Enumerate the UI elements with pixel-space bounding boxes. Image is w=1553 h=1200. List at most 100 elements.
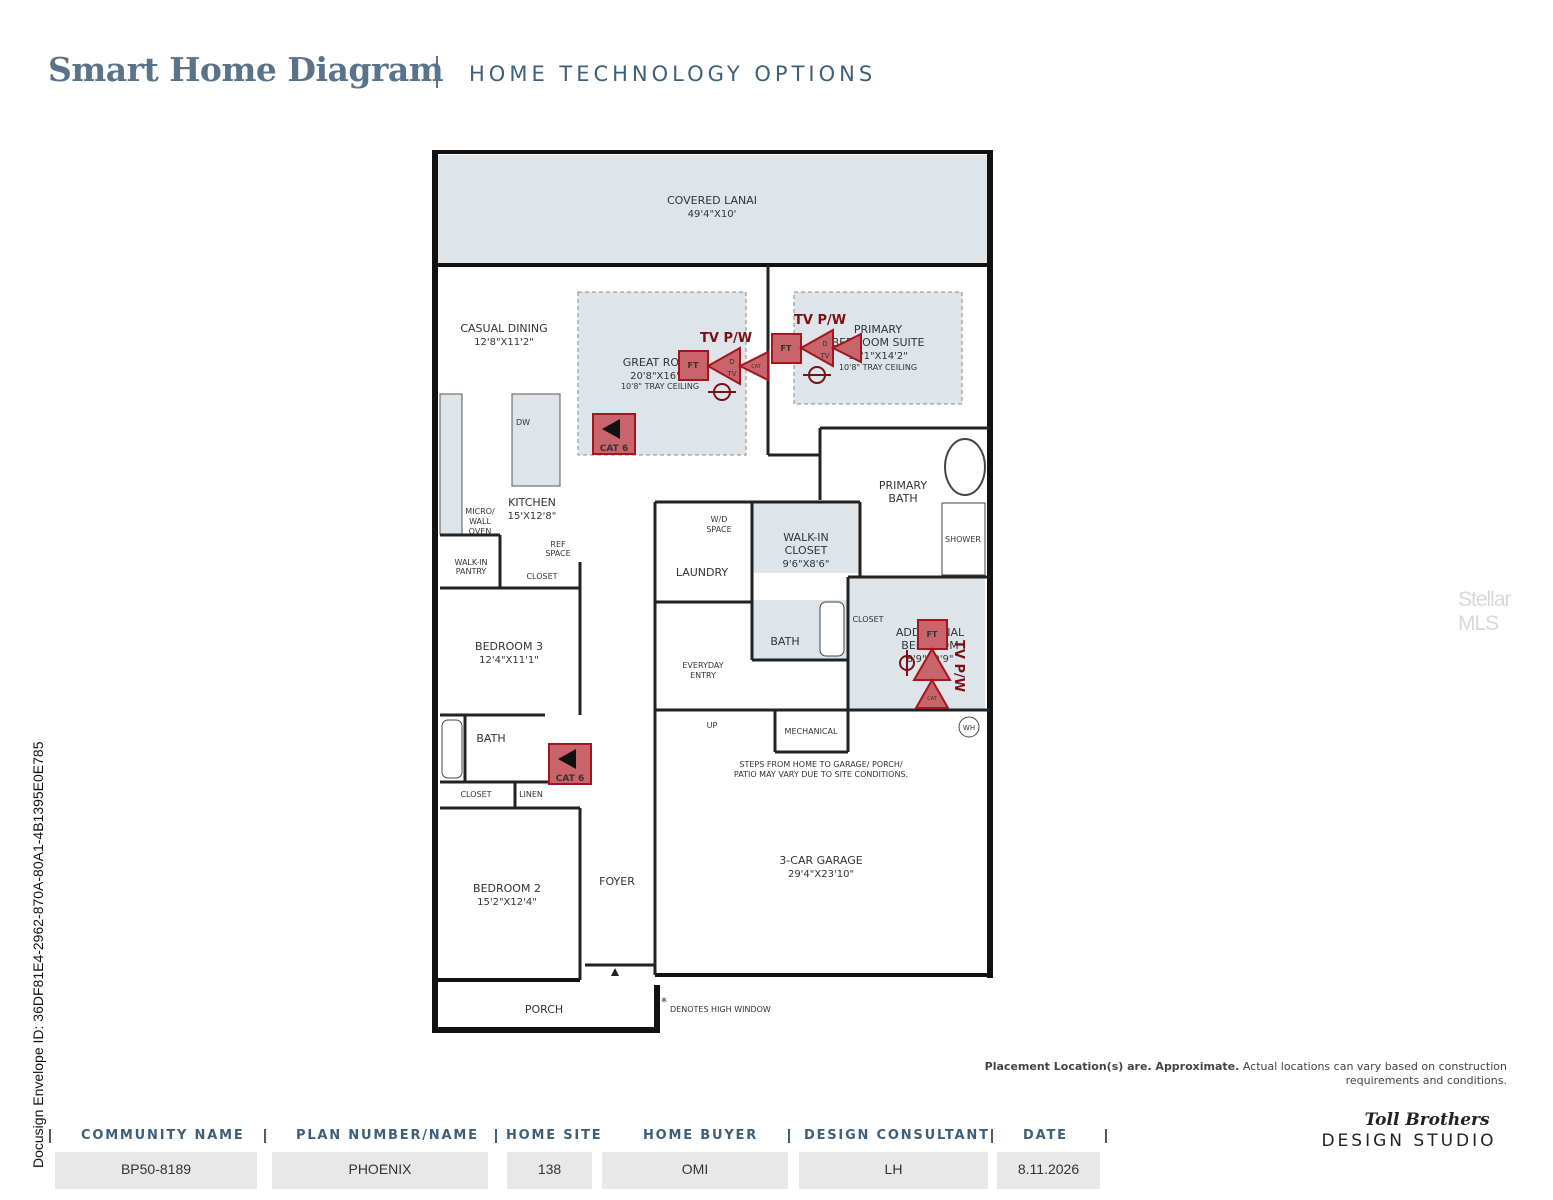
footer-label-home-site: HOME SITE xyxy=(506,1128,603,1143)
wd-label-2: SPACE xyxy=(706,525,731,534)
floor-plan: COVERED LANAI 49'4"X10' CASUAL DINING 12… xyxy=(432,150,993,1033)
tvpw-label-additional: TV P/W xyxy=(951,640,966,692)
cat-label-1: CAT xyxy=(751,364,762,370)
design-consultant-value: LH xyxy=(799,1152,988,1189)
closet-label-2: CLOSET xyxy=(852,615,883,624)
wic-label-2: CLOSET xyxy=(785,544,828,557)
footer-label-community: COMMUNITY NAME xyxy=(81,1128,245,1143)
pantry-label-2: PANTRY xyxy=(456,567,487,576)
additional-bedroom-area xyxy=(848,577,985,709)
closet-label-1: CLOSET xyxy=(526,572,557,581)
footer-divider xyxy=(788,1129,790,1143)
steps-note-2: PATIO MAY VARY DUE TO SITE CONDITIONS. xyxy=(734,770,908,779)
wh-label: WH xyxy=(963,724,975,732)
everyday-label-1: EVERYDAY xyxy=(682,661,723,670)
cat-triangle-3 xyxy=(914,677,950,709)
foyer-label: FOYER xyxy=(599,875,635,888)
cat-triangle-2 xyxy=(830,332,862,364)
primary-suite-dim: 15'1"X14'2" xyxy=(848,351,908,362)
bathtub xyxy=(944,438,986,496)
cat6-label-2: CAT 6 xyxy=(556,774,584,784)
ft-label-2: FT xyxy=(781,344,792,353)
footer-label-plan: PLAN NUMBER/NAME xyxy=(296,1128,479,1143)
garage-label: 3-CAR GARAGE xyxy=(779,854,862,867)
cat6-label-1: CAT 6 xyxy=(600,444,628,454)
tvpw-label-great-room: TV P/W xyxy=(700,331,752,346)
everyday-label-2: ENTRY xyxy=(690,671,716,680)
footer-divider xyxy=(991,1129,993,1143)
placement-note-line2: requirements and conditions. xyxy=(1345,1074,1507,1087)
kitchen-dim: 15'X12'8" xyxy=(508,511,557,522)
bed2-label: BEDROOM 2 xyxy=(473,882,541,895)
dishwasher-label: DW xyxy=(516,418,530,427)
mls-watermark: Stellar MLS xyxy=(1458,588,1512,635)
placement-note-bold: Placement Location(s) are. Approximate. xyxy=(984,1060,1240,1073)
primary-bath-label-1: PRIMARY xyxy=(879,479,927,492)
lanai-label: COVERED LANAI xyxy=(667,194,757,207)
water-heater xyxy=(958,716,980,738)
walk-in-closet-area xyxy=(752,503,859,573)
high-window-note: DENOTES HIGH WINDOW xyxy=(670,1005,771,1014)
cat6-arrow-2 xyxy=(558,749,576,769)
entry-arrow xyxy=(611,968,619,976)
closet-label-3: CLOSET xyxy=(460,790,491,799)
great-room-dim: 20'8"X16'8" xyxy=(630,371,690,382)
primary-bath-label-2: BATH xyxy=(888,492,917,505)
tub-bath xyxy=(819,601,845,657)
bath-label-2: BATH xyxy=(476,732,505,745)
shower-label: SHOWER xyxy=(945,535,981,544)
placement-note-rest: Actual locations can vary based on const… xyxy=(1239,1060,1507,1073)
kitchen-label: KITCHEN xyxy=(508,496,556,509)
walls xyxy=(432,150,993,1033)
wic-dim: 9'6"X8'6" xyxy=(783,559,830,570)
porch-label: PORCH xyxy=(525,1003,563,1016)
cat6-arrow-1 xyxy=(602,419,620,439)
bed2-dim: 15'2"X12'4" xyxy=(477,897,537,908)
bath-label-1: BATH xyxy=(770,635,799,648)
steps-note-1: STEPS FROM HOME TO GARAGE/ PORCH/ xyxy=(739,760,903,769)
title-divider xyxy=(436,56,438,88)
up-label: UP xyxy=(707,721,718,730)
logo-subtitle: DESIGN STUDIO xyxy=(1321,1131,1497,1151)
logo-brand: Toll Brothers xyxy=(1364,1110,1490,1130)
kitchen-island xyxy=(511,393,561,487)
linen-label: LINEN xyxy=(519,790,543,799)
bed3-label: BEDROOM 3 xyxy=(475,640,543,653)
lanai-dim: 49'4"X10' xyxy=(688,209,737,220)
great-room-note: 10'8" TRAY CEILING xyxy=(621,382,699,391)
footer-label-home-buyer: HOME BUYER xyxy=(643,1128,759,1143)
footer-divider xyxy=(1105,1129,1107,1143)
tech-markers: CAT 6 CAT 6 TV P/W FT D TV CAT TV P/W FT… xyxy=(548,313,966,785)
tv-label-2: TV xyxy=(819,352,829,360)
garage-dim: 29'4"X23'10" xyxy=(788,869,854,880)
ft-box-3 xyxy=(917,619,948,650)
ft-label-1: FT xyxy=(688,361,699,370)
home-buyer-value: OMI xyxy=(602,1152,788,1189)
kitchen-counter xyxy=(439,393,463,535)
casual-dining-label: CASUAL DINING xyxy=(460,322,547,335)
cat-label-3: CAT xyxy=(927,696,938,702)
bed3-dim: 12'4"X11'1" xyxy=(479,655,539,666)
footer-divider xyxy=(49,1129,51,1143)
laundry-label: LAUNDRY xyxy=(676,566,729,579)
page-title: Smart Home Diagram xyxy=(48,50,444,89)
footer-label-consultant: DESIGN CONSULTANT xyxy=(804,1128,990,1143)
ft-label-3: FT xyxy=(927,630,938,639)
wic-label-1: WALK-IN xyxy=(783,531,828,544)
micro-label-3: OVEN xyxy=(469,527,492,536)
tub-bath-2 xyxy=(441,719,463,779)
d-label-1: D xyxy=(729,358,734,366)
interior-walls xyxy=(440,265,990,980)
primary-suite-note: 10'8" TRAY CEILING xyxy=(839,363,917,372)
docusign-envelope-id: Docusign Envelope ID: 36DF81E4-2962-870A… xyxy=(30,741,46,1168)
page-subtitle: HOME TECHNOLOGY OPTIONS xyxy=(469,62,877,86)
wd-label-1: W/D xyxy=(711,515,728,524)
casual-dining-dim: 12'8"X11'2" xyxy=(474,337,534,348)
plan-name-value: PHOENIX xyxy=(272,1152,488,1189)
micro-label-2: WALL xyxy=(469,517,491,526)
micro-label-1: MICRO/ xyxy=(465,507,495,516)
footer-divider xyxy=(495,1129,497,1143)
footer-divider xyxy=(264,1129,266,1143)
cat-triangle-1 xyxy=(737,350,769,382)
tv-label-1: TV xyxy=(726,370,736,378)
